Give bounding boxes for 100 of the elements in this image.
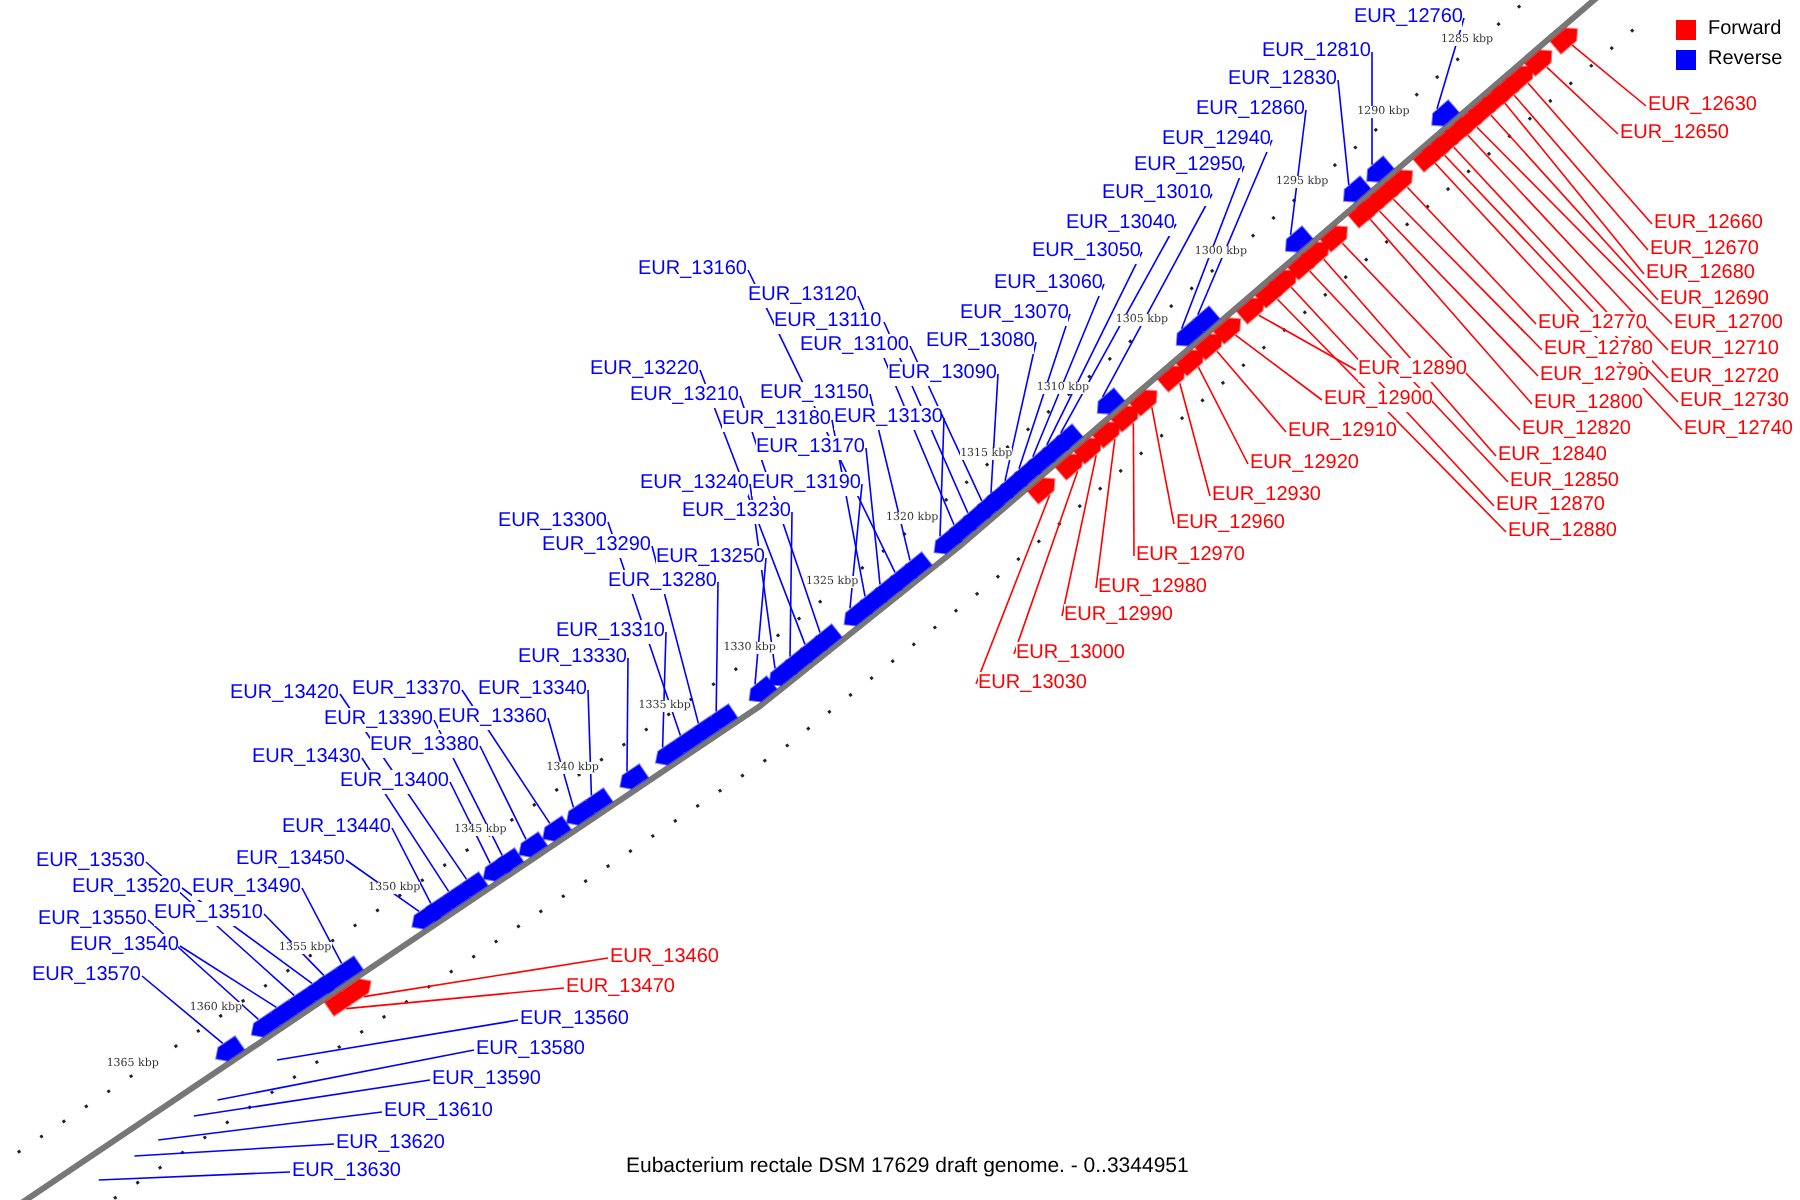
gene-label: EUR_12630 xyxy=(1648,94,1757,118)
gene-label: EUR_13030 xyxy=(978,672,1087,696)
leader-line xyxy=(1004,341,1037,482)
gene-label: EUR_13460 xyxy=(610,946,719,970)
gene-block xyxy=(654,739,686,766)
gene-label: EUR_13630 xyxy=(292,1160,401,1184)
gene-label: EUR_13360 xyxy=(438,706,547,730)
gene-block xyxy=(323,990,354,1017)
leader-line xyxy=(179,945,278,1009)
leader-line xyxy=(1504,102,1645,275)
gene-label: EUR_13370 xyxy=(352,678,461,702)
gene-block xyxy=(1110,405,1140,433)
gene-label: EUR_13520 xyxy=(72,876,181,900)
gene-block xyxy=(1175,349,1205,377)
leader-line xyxy=(1371,51,1373,166)
gene-label: EUR_13420 xyxy=(230,682,339,706)
gene-block xyxy=(1128,389,1158,417)
gene-block xyxy=(1523,49,1553,77)
gene-block xyxy=(843,599,873,627)
leader-line xyxy=(661,631,667,749)
gene-block xyxy=(1026,477,1056,505)
gene-label: EUR_13340 xyxy=(478,678,587,702)
gene-block xyxy=(1175,319,1205,347)
leader-line xyxy=(789,511,793,658)
gene-label: EUR_12870 xyxy=(1496,494,1605,518)
gene-label: EUR_13150 xyxy=(760,382,869,406)
leader-line xyxy=(1013,470,1079,655)
gene-label: EUR_13560 xyxy=(520,1008,629,1032)
gene-label: EUR_13580 xyxy=(476,1038,585,1062)
leader-line xyxy=(157,1111,383,1141)
gene-block xyxy=(933,527,963,555)
gene-label: EUR_12810 xyxy=(1262,40,1371,64)
leader-line xyxy=(263,913,325,977)
leader-line xyxy=(276,1019,519,1061)
leader-line xyxy=(626,657,629,773)
gene-label: EUR_13490 xyxy=(192,876,301,900)
leader-line xyxy=(98,1171,291,1181)
leader-line xyxy=(1289,109,1307,236)
leader-line xyxy=(1180,165,1245,330)
caption: Eubacterium rectale DSM 17629 draft genome. - 0..3344951 xyxy=(626,1154,1189,1178)
gene-label: EUR_13450 xyxy=(236,848,345,872)
gene-label: EUR_13060 xyxy=(994,272,1103,296)
gene-label: EUR_13170 xyxy=(756,436,865,460)
gene-label: EUR_12700 xyxy=(1674,312,1783,336)
leader-line xyxy=(216,1049,475,1101)
leader-line xyxy=(193,1079,431,1117)
leader-line xyxy=(1179,382,1211,497)
gene-block xyxy=(873,575,903,603)
gene-block xyxy=(708,703,739,730)
gene-label: EUR_12760 xyxy=(1354,6,1463,30)
leader-line xyxy=(1276,298,1507,533)
gene-block xyxy=(1342,175,1372,203)
gene-label: EUR_12940 xyxy=(1162,128,1271,152)
leader-line xyxy=(1018,313,1071,470)
leader-line xyxy=(345,987,565,1010)
gene-label: EUR_13100 xyxy=(800,334,909,358)
leader-line xyxy=(1032,283,1105,458)
leader-line xyxy=(990,373,999,494)
gene-label: EUR_13530 xyxy=(36,850,145,874)
gene-block xyxy=(813,623,843,651)
gene-label: EUR_13070 xyxy=(960,302,1069,326)
gene-block xyxy=(619,763,650,790)
gene-label: EUR_12890 xyxy=(1358,358,1467,382)
gene-label: EUR_12730 xyxy=(1680,390,1789,414)
gene-label: EUR_13310 xyxy=(556,620,665,644)
leader-line xyxy=(1132,422,1135,557)
gene-label: EUR_12690 xyxy=(1660,288,1769,312)
leader-line xyxy=(865,447,881,586)
gene-label: EUR_12740 xyxy=(1684,418,1793,442)
gene-label: EUR_12780 xyxy=(1544,338,1653,362)
gene-block xyxy=(215,1035,246,1062)
gene-label: EUR_12840 xyxy=(1498,444,1607,468)
gene-block xyxy=(1156,365,1186,393)
leader-line xyxy=(1406,186,1537,325)
gene-label: EUR_13130 xyxy=(834,406,943,430)
gene-block xyxy=(1431,99,1461,127)
gene-block xyxy=(1254,281,1284,309)
leader-line xyxy=(141,975,224,1045)
leader-line xyxy=(391,827,432,905)
leader-line xyxy=(1369,218,1533,405)
leader-line xyxy=(1234,334,1323,401)
gene-label: EUR_12800 xyxy=(1534,392,1643,416)
leader-line xyxy=(939,417,945,538)
gene-label: EUR_13120 xyxy=(748,284,857,308)
leader-line xyxy=(1197,366,1249,465)
gene-block xyxy=(1096,387,1126,415)
gene-label: EUR_13620 xyxy=(336,1132,445,1156)
gene-label: EUR_13300 xyxy=(498,510,607,534)
gene-label: EUR_13550 xyxy=(38,908,147,932)
gene-block xyxy=(542,815,573,842)
gene-label: EUR_12970 xyxy=(1136,544,1245,568)
gene-block xyxy=(268,999,299,1026)
leader-line xyxy=(1467,134,1669,351)
gene-label: EUR_13440 xyxy=(282,816,391,840)
gene-label: EUR_13240 xyxy=(640,472,749,496)
gene-label: EUR_13290 xyxy=(542,534,651,558)
gene-block xyxy=(518,831,549,858)
gene-label: EUR_13190 xyxy=(752,472,861,496)
gene-label: EUR_12990 xyxy=(1064,604,1173,628)
gene-label: EUR_13280 xyxy=(608,570,717,594)
